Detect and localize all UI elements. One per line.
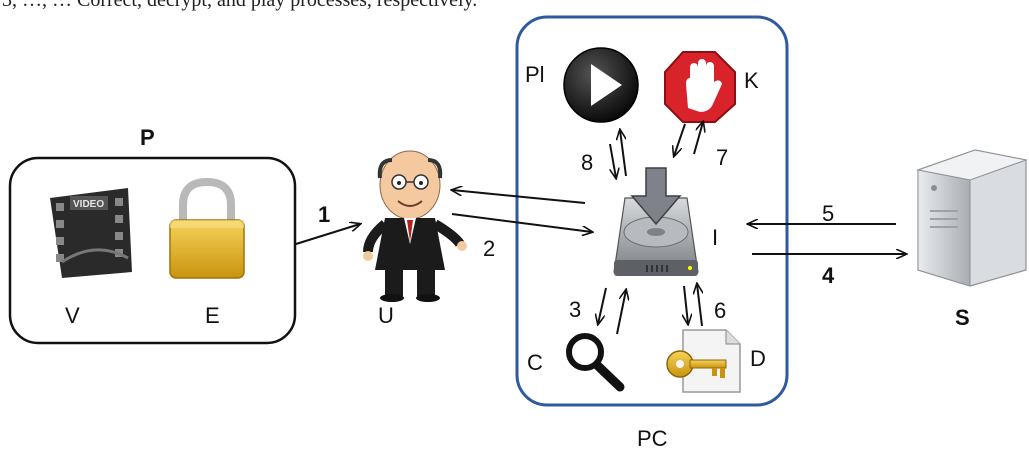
checker-label: C	[527, 350, 543, 375]
player-label: Pl	[525, 62, 545, 87]
user-label: U	[378, 303, 394, 328]
arrow-3-up	[616, 290, 626, 335]
decryptor-label: D	[750, 346, 766, 371]
arrow-2	[451, 213, 592, 232]
step-2-label: 2	[483, 236, 495, 261]
stop-hand-icon	[664, 51, 736, 123]
magnifier-icon	[566, 333, 625, 392]
pc-box	[515, 15, 789, 407]
server-label: S	[955, 305, 970, 330]
svg-text:VIDEO: VIDEO	[73, 199, 104, 210]
arrow-6-up	[697, 284, 702, 327]
server-tower-icon	[916, 149, 1028, 287]
step-8-label: 8	[581, 150, 593, 175]
step-4-label: 4	[822, 263, 835, 288]
pc-label: PC	[637, 426, 668, 450]
arrow-7-up	[693, 122, 703, 155]
install-disk-icon	[613, 167, 699, 276]
arrow-pc-to-user	[452, 190, 586, 204]
key-document-icon	[666, 329, 741, 393]
padlock-icon	[169, 177, 245, 279]
arrow-3-down	[598, 287, 607, 324]
step-1-label: 1	[318, 202, 330, 227]
encryption-label: E	[205, 303, 220, 328]
kill-label: K	[744, 68, 759, 93]
play-button-icon	[563, 47, 639, 123]
video-label: V	[65, 303, 80, 328]
user-figure-icon	[363, 150, 467, 302]
top-cut-text: 3, …, … Correct, decrypt, and play proce…	[2, 0, 477, 11]
arrow-8-down	[609, 143, 616, 178]
package-box	[8, 156, 297, 345]
video-film-icon: VIDEO	[50, 188, 132, 278]
step-7-label: 7	[716, 145, 728, 170]
arrow-8-up	[620, 130, 627, 177]
installer-label: I	[712, 225, 718, 250]
arrow-6-down	[684, 285, 688, 324]
step-6-label: 6	[714, 298, 726, 323]
step-3-label: 3	[569, 297, 581, 322]
arrow-7-down	[674, 123, 686, 156]
arrow-1	[295, 224, 360, 245]
step-5-label: 5	[822, 201, 834, 226]
package-label: P	[140, 125, 155, 150]
